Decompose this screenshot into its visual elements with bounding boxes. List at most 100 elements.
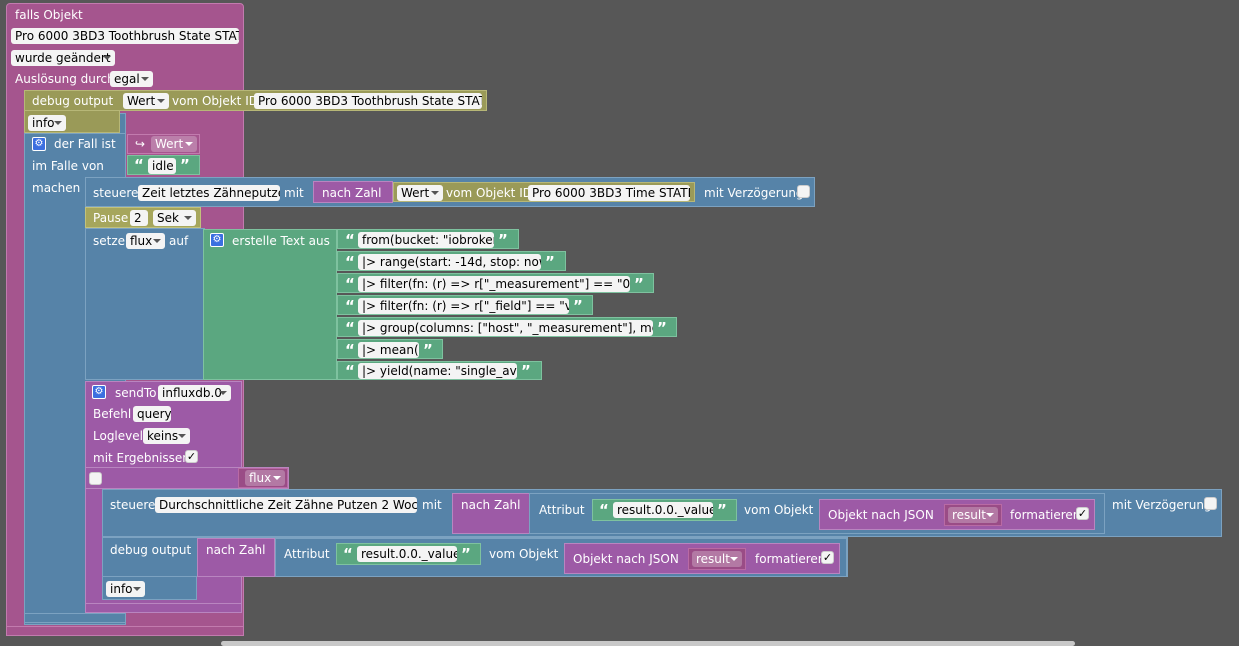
switch-gear-icon[interactable]: ⚙ xyxy=(32,137,46,151)
create-text-block[interactable] xyxy=(203,229,337,380)
switch-do-label: machen xyxy=(32,181,81,195)
debug1-object-id[interactable]: Pro 6000 3BD3 Toothbrush State STATE xyxy=(254,93,482,109)
create-text-gear-icon[interactable]: ⚙ xyxy=(210,233,224,247)
control2-label: steuere xyxy=(110,498,156,512)
line3-quote-open-icon: “ xyxy=(345,275,355,293)
setvar-to-label: auf xyxy=(169,234,189,248)
line5-field[interactable]: |> group(columns: ["host", "_measurement… xyxy=(358,320,653,336)
debug1-from-label: vom Objekt ID xyxy=(172,94,258,108)
set-variable-block[interactable] xyxy=(85,228,205,380)
trigger-condition-dropdown[interactable]: wurde geändert xyxy=(11,50,115,66)
debug1-value-dropdown[interactable]: Wert xyxy=(123,93,169,109)
debug2-format-checkbox[interactable]: ✓ xyxy=(821,551,834,564)
line7-quote-open-icon: “ xyxy=(345,362,355,380)
control2-format-checkbox[interactable]: ✓ xyxy=(1076,507,1089,520)
control1-to-number-label: nach Zahl xyxy=(322,186,382,200)
sendto-command-label: Befehl xyxy=(93,407,132,421)
sendto-bottom-cap xyxy=(85,603,242,613)
control2-attribute-label: Attribut xyxy=(539,503,585,517)
sendto-loglevel-dropdown[interactable]: keins xyxy=(143,428,190,444)
pause-value-field[interactable]: 2 xyxy=(130,210,148,226)
line6-field[interactable]: |> mean() xyxy=(358,342,419,358)
sendto-results-checkbox[interactable]: ✓ xyxy=(185,450,198,463)
sendto-results-label: mit Ergebnissen xyxy=(93,451,190,465)
control2-format-label: formatieren xyxy=(1010,508,1081,522)
case-quote-close-icon: ” xyxy=(180,156,190,174)
debug2-attribute-field[interactable]: result.0.0._value xyxy=(357,546,457,562)
trigger-block-bottom xyxy=(6,626,244,636)
debug2-to-number-block[interactable] xyxy=(197,538,275,577)
line7-field[interactable]: |> yield(name: "single_avg") xyxy=(358,363,517,379)
control1-delay-checkbox[interactable] xyxy=(797,185,810,198)
control1-delay-label: mit Verzögerung xyxy=(704,186,804,200)
switch-value-block[interactable] xyxy=(127,134,200,154)
switch-arrow-icon: ↪ xyxy=(135,137,146,151)
trigger-by-dropdown[interactable]: egal xyxy=(110,71,153,87)
control2-to-number-label: nach Zahl xyxy=(461,498,521,512)
control1-object-id[interactable]: Pro 6000 3BD3 Time STATE xyxy=(528,185,690,201)
control1-with-label: mit xyxy=(284,186,304,200)
debug2-quote-open-icon: “ xyxy=(343,545,353,563)
debug2-to-number-label: nach Zahl xyxy=(206,543,266,557)
line2-quote-close-icon: ” xyxy=(545,253,555,271)
workspace-horizontal-scrollbar[interactable] xyxy=(221,641,1075,646)
debug2-json-var-dropdown[interactable]: result xyxy=(692,551,742,567)
trigger-object-id[interactable]: Pro 6000 3BD3 Toothbrush State STATE xyxy=(11,28,239,44)
create-text-label: erstelle Text aus xyxy=(232,234,330,248)
line1-quote-open-icon: “ xyxy=(345,231,355,249)
case-quote-open-icon: “ xyxy=(134,156,144,174)
control2-target-field[interactable]: Durchschnittliche Zeit Zähne Putzen 2 Wo… xyxy=(155,497,417,513)
sendto-command-field[interactable]: query xyxy=(133,406,171,422)
debug2-from-label: vom Objekt xyxy=(489,547,559,561)
line2-field[interactable]: |> range(start: -14d, stop: now()) xyxy=(358,254,541,270)
control2-json-var-dropdown[interactable]: result xyxy=(948,507,998,523)
line6-quote-close-icon: ” xyxy=(423,341,433,359)
control1-label: steuere xyxy=(93,186,139,200)
line7-quote-close-icon: ” xyxy=(521,362,531,380)
debug-output-label-1: debug output xyxy=(32,94,114,108)
sendto-var-block[interactable] xyxy=(238,468,288,488)
control2-delay-label: mit Verzögerung xyxy=(1112,498,1212,512)
line3-field[interactable]: |> filter(fn: (r) => r["_measurement"] =… xyxy=(358,276,630,292)
sendto-gear-icon[interactable]: ⚙ xyxy=(92,385,106,399)
control2-attribute-field[interactable]: result.0.0._value xyxy=(613,502,713,518)
trigger-label: falls Objekt xyxy=(15,8,83,22)
line5-quote-close-icon: ” xyxy=(657,319,667,337)
setvar-variable-dropdown[interactable]: flux xyxy=(126,233,165,249)
pause-unit-dropdown[interactable]: Sek xyxy=(153,210,196,226)
control2-quote-close-icon: ” xyxy=(717,501,727,519)
line6-quote-open-icon: “ xyxy=(345,341,355,359)
line4-quote-close-icon: ” xyxy=(573,297,583,315)
control2-delay-checkbox[interactable] xyxy=(1204,497,1217,510)
control1-from-label: vom Objekt ID xyxy=(446,186,532,200)
control2-json-label: Objekt nach JSON xyxy=(828,508,934,522)
control1-target-field[interactable]: Zeit letztes Zähneputzen xyxy=(138,185,280,201)
sendto-loglevel-label: Loglevel xyxy=(93,429,143,443)
case-value-field[interactable]: idle xyxy=(148,158,176,174)
debug1-level-dropdown[interactable]: info xyxy=(28,115,66,131)
switch-case-label: im Falle von xyxy=(32,159,104,173)
sendto-target-dropdown[interactable]: influxdb.0 xyxy=(158,385,231,401)
line4-field[interactable]: |> filter(fn: (r) => r["_field"] == "val… xyxy=(358,298,569,314)
debug2-level-dropdown[interactable]: info xyxy=(106,581,145,597)
debug2-attribute-label: Attribut xyxy=(284,547,330,561)
control1-to-number-block[interactable] xyxy=(313,181,393,203)
control2-with-label: mit xyxy=(422,498,442,512)
sendto-var-dropdown[interactable]: flux xyxy=(245,470,285,486)
sendto-collapse-checkbox[interactable] xyxy=(89,472,102,485)
control2-to-number-block[interactable] xyxy=(452,493,530,534)
line1-field[interactable]: from(bucket: "iobroker") xyxy=(358,232,494,248)
line5-quote-open-icon: “ xyxy=(345,319,355,337)
trigger-by-label: Auslösung durch xyxy=(15,72,115,86)
line2-quote-open-icon: “ xyxy=(345,253,355,271)
debug2-json-var-block[interactable] xyxy=(688,548,746,570)
debug2-json-label: Objekt nach JSON xyxy=(573,552,679,566)
control2-json-var-block[interactable] xyxy=(944,504,1002,526)
sendto-label: sendTo xyxy=(115,386,157,400)
line4-quote-open-icon: “ xyxy=(345,297,355,315)
line1-quote-close-icon: ” xyxy=(498,231,508,249)
switch-bottom-cap xyxy=(24,613,126,623)
control1-value-dropdown[interactable]: Wert xyxy=(397,185,443,201)
switch-value-dropdown[interactable]: Wert xyxy=(151,136,197,152)
debug-output-label-2: debug output xyxy=(110,543,192,557)
